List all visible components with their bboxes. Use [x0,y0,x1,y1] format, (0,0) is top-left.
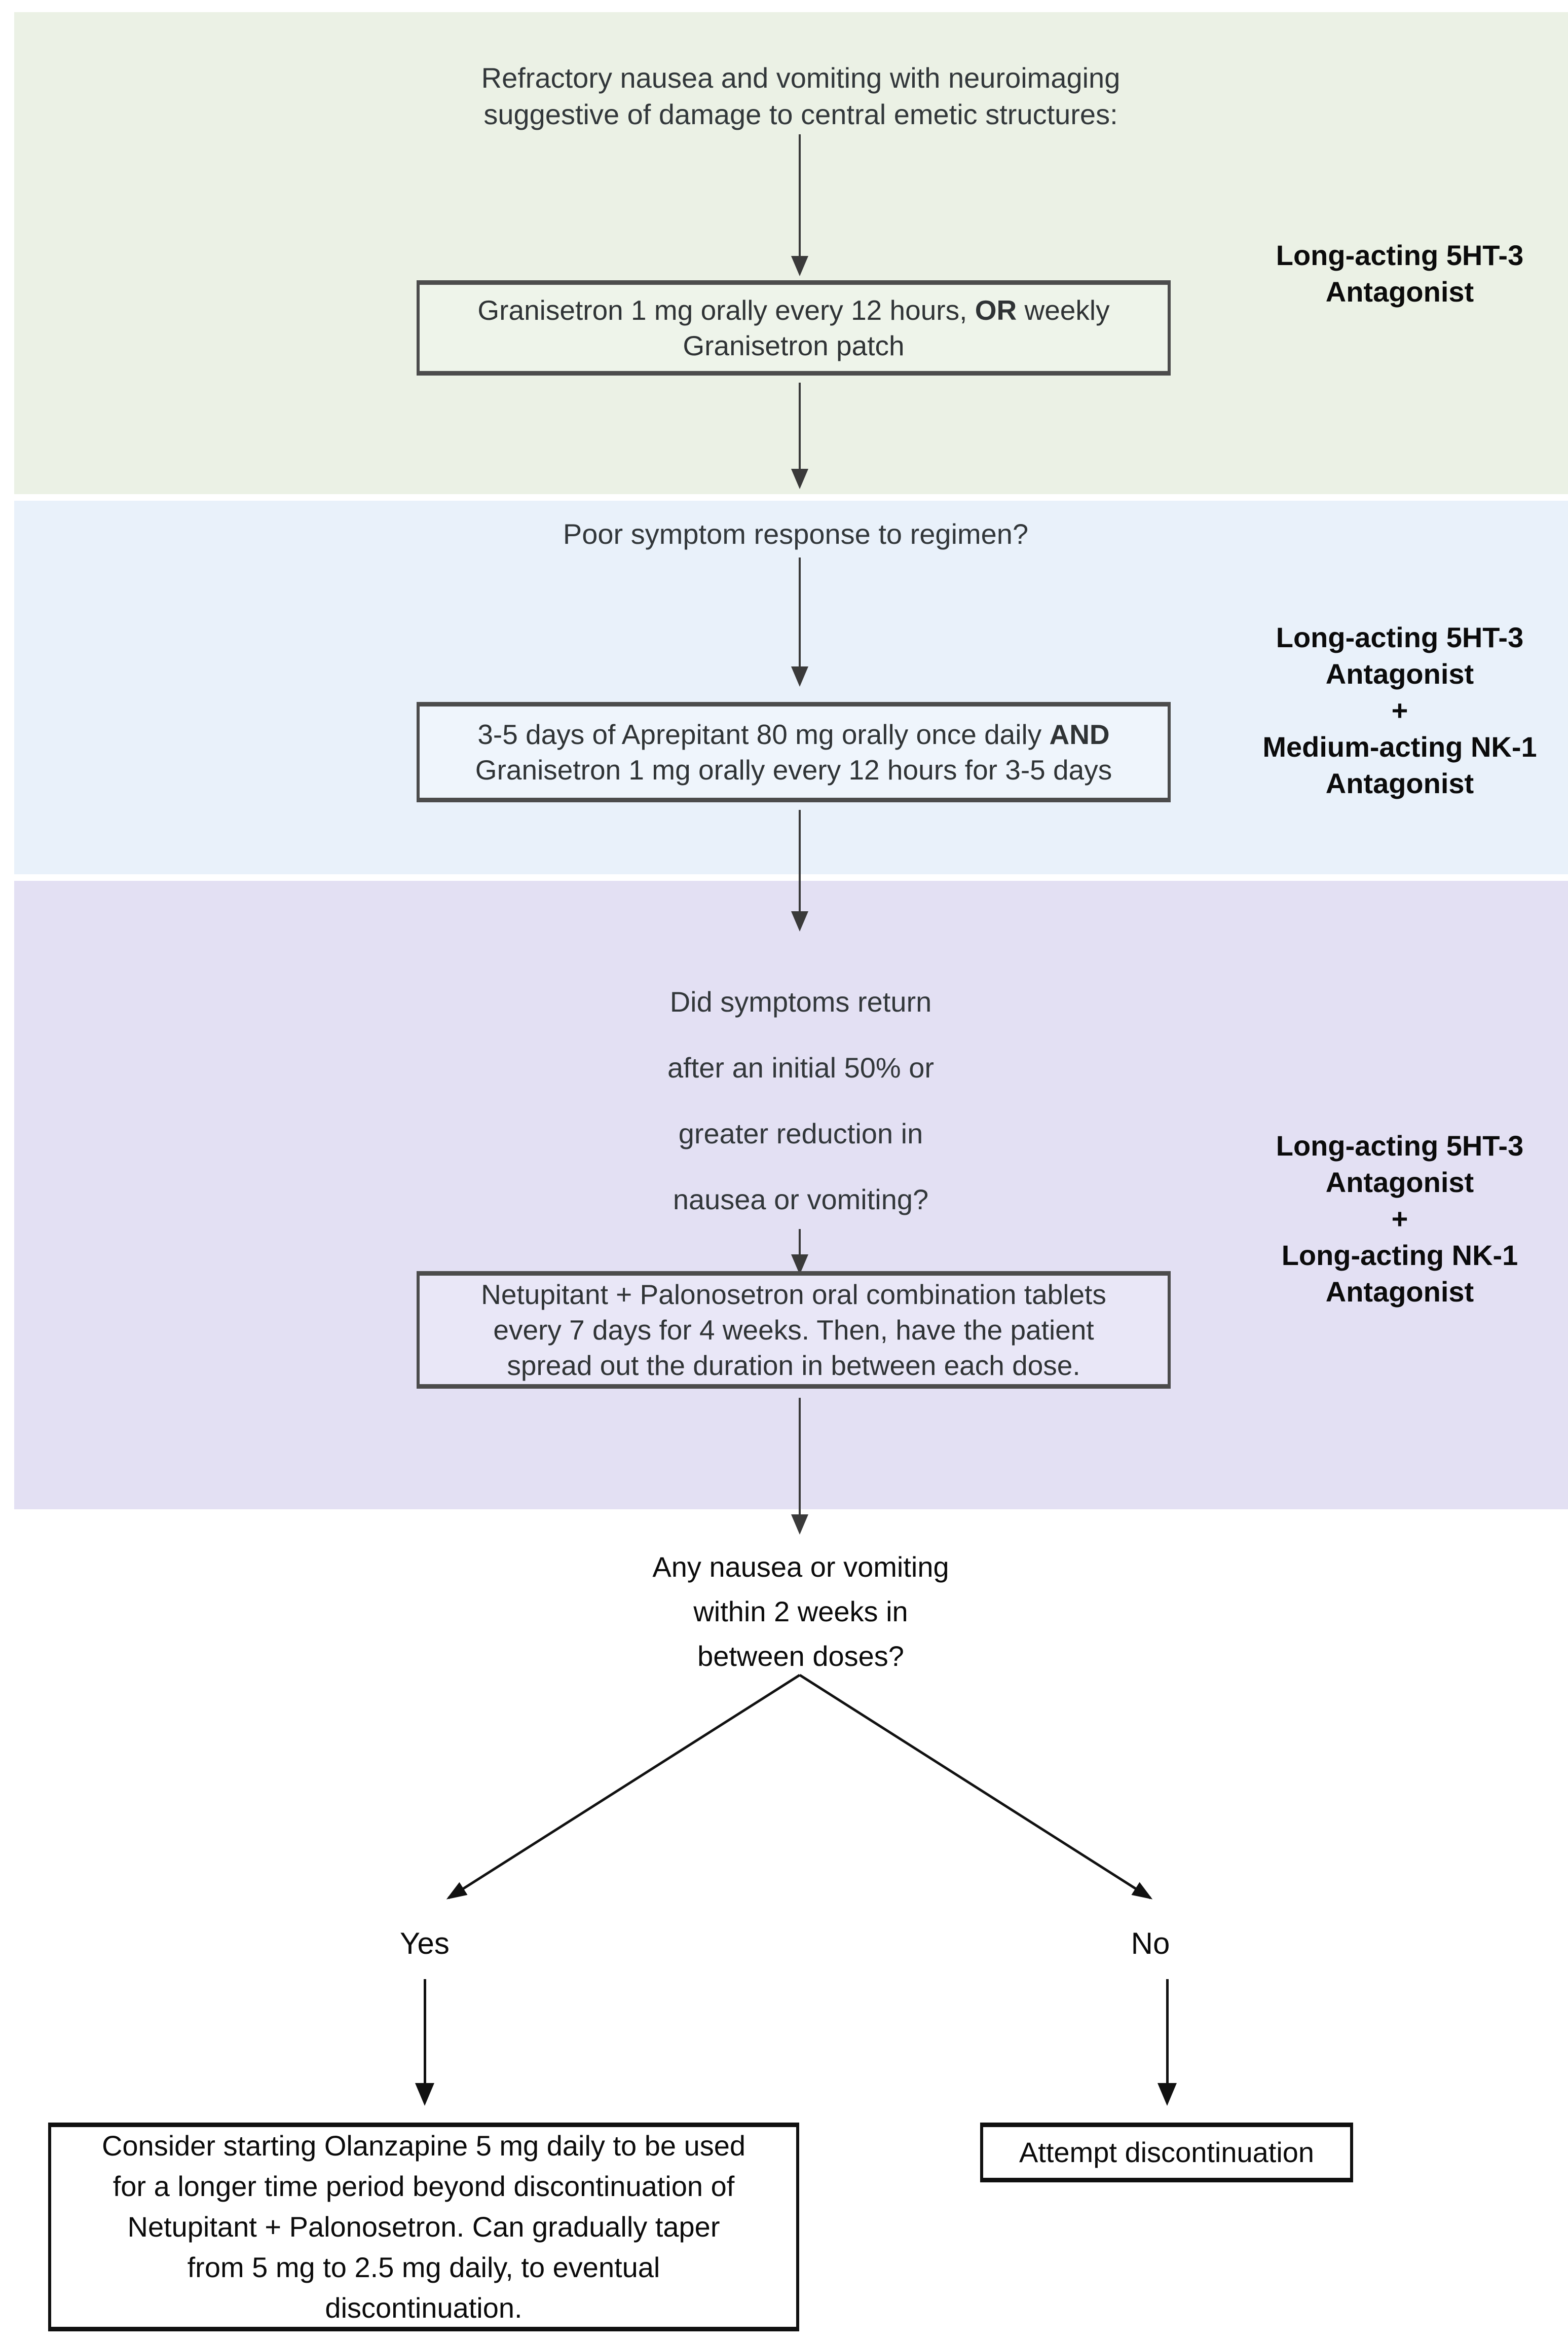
arrow-down-2 [790,383,810,489]
branch-label-no: No [1131,1926,1170,1960]
treatment-box-granisetron: Granisetron 1 mg orally every 12 hours, … [417,280,1171,376]
arrow-down-5 [790,1229,810,1275]
arrow-down-yes [415,1979,435,2106]
bold-and: AND [1049,719,1110,750]
drug-class-label-3: Long-acting 5HT-3 Antagonist + Long-acti… [1276,1130,1524,1308]
question-symptoms-return: Did symptoms return after an initial 50%… [667,986,935,1215]
question-nausea-between-doses: Any nausea or vomiting within 2 weeks in… [652,1551,949,1672]
question-initial-presentation: Refractory nausea and vomiting with neur… [481,62,1121,130]
arrow-down-4 [790,810,810,932]
arrow-down-6 [790,1398,810,1535]
branch-line-no [799,1674,1153,1900]
arrow-down-no [1157,1979,1177,2106]
phase-band-purple [14,881,1568,1509]
treatment-box-netupitant: Netupitant + Palonosetron oral combinati… [417,1271,1171,1389]
arrow-down-1 [790,134,810,276]
branch-line-yes [446,1674,801,1900]
phase-band-green [14,12,1568,494]
arrow-down-3 [790,557,810,687]
phase-band-blue [14,501,1568,874]
bold-or: OR [975,294,1017,326]
branch-label-yes: Yes [400,1926,450,1960]
treatment-box-aprepitant: 3-5 days of Aprepitant 80 mg orally once… [417,702,1171,802]
drug-class-label-1: Long-acting 5HT-3 Antagonist [1276,239,1524,308]
drug-class-label-2: Long-acting 5HT-3 Antagonist + Medium-ac… [1262,621,1537,799]
decision-split-arrows [446,1674,1153,1900]
outcome-box-discontinuation: Attempt discontinuation [980,2123,1353,2182]
outcome-box-olanzapine: Consider starting Olanzapine 5 mg daily … [48,2123,799,2331]
question-poor-response: Poor symptom response to regimen? [563,518,1029,550]
